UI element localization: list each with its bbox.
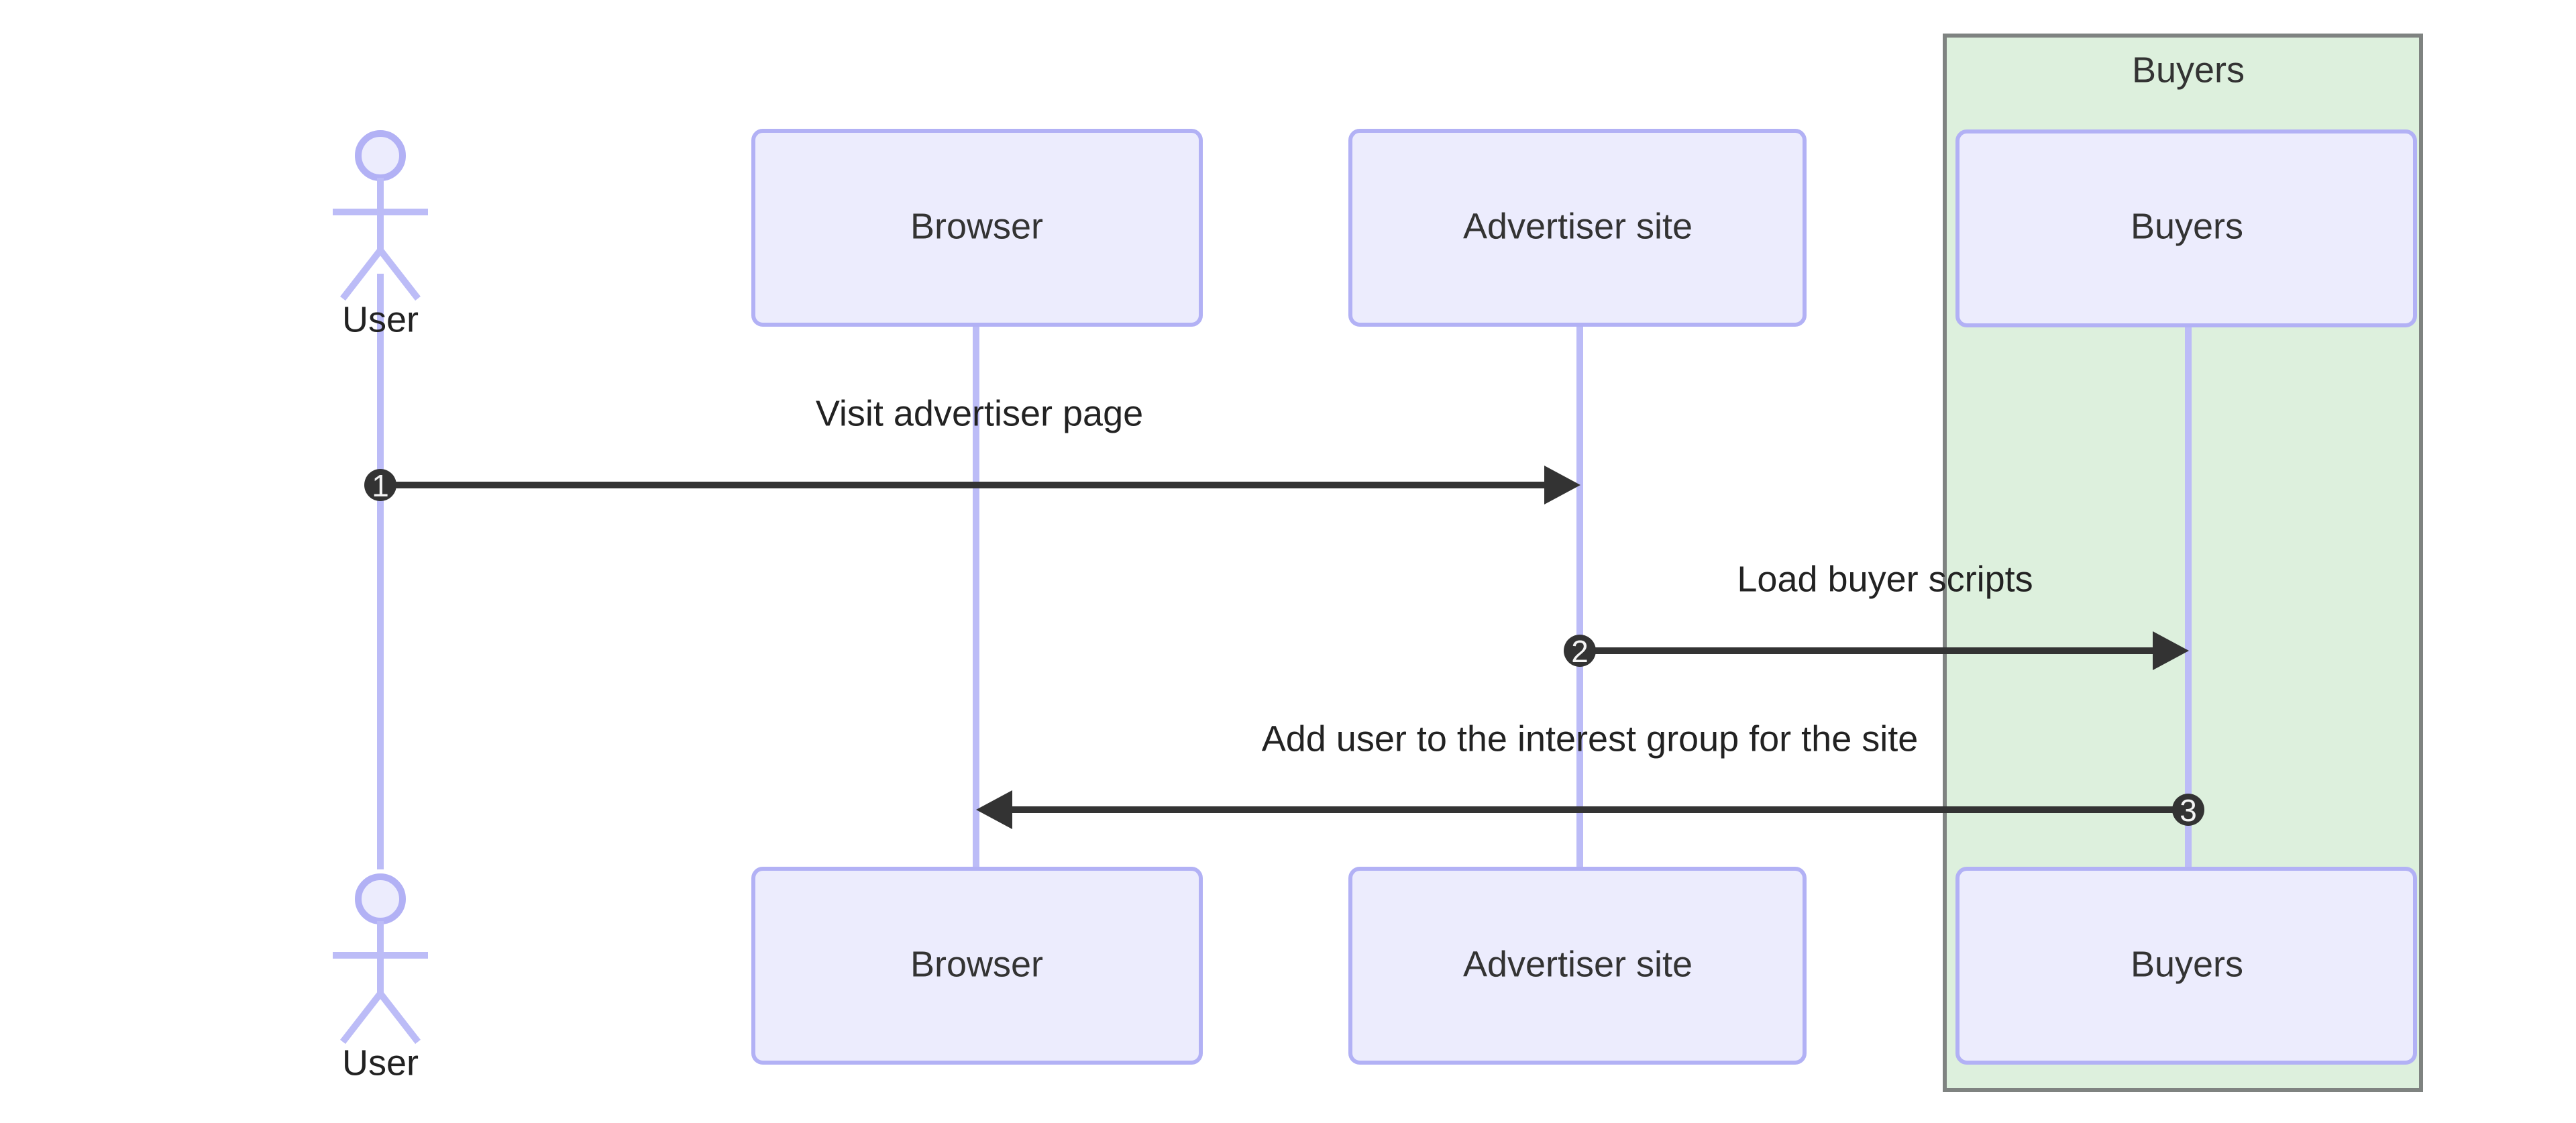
actor-legs-icon [340, 248, 421, 301]
message-1-label: Visit advertiser page [816, 393, 1143, 433]
participant-box-buyers-bottom [1955, 867, 2417, 1065]
message-1-badge[interactable] [364, 469, 396, 501]
participant-label-advertiser-top: Advertiser site [1463, 206, 1693, 246]
actor-user-top[interactable]: User [333, 130, 428, 339]
participant-label-buyers-top: Buyers [2131, 206, 2243, 246]
participant-browser-bottom[interactable]: Browser [751, 867, 1203, 1065]
message-2-label: Load buyer scripts [1737, 559, 2033, 599]
actor-legs-icon [340, 991, 421, 1045]
participant-label-buyers-bottom: Buyers [2131, 944, 2243, 984]
actor-user-bottom[interactable]: User [333, 873, 428, 1083]
participant-label-browser-bottom: Browser [910, 944, 1043, 984]
participant-label-browser-top: Browser [910, 206, 1043, 246]
message-3-number: 3 [2180, 793, 2197, 828]
message-3-badge[interactable] [2172, 794, 2204, 826]
participant-box-buyers-top [1955, 129, 2417, 327]
message-3[interactable]: Add user to the interest group for the s… [976, 718, 2204, 829]
message-1[interactable]: Visit advertiser page 1 [364, 393, 1580, 504]
actor-label-user-top: User [342, 299, 419, 339]
message-3-arrowhead [976, 790, 1012, 829]
message-1-number: 1 [372, 468, 389, 503]
participant-box-advertiser-top [1348, 129, 1807, 327]
participant-box-browser-bottom [751, 867, 1203, 1065]
actor-head-icon [355, 130, 406, 181]
participant-box-browser-top [751, 129, 1203, 327]
actor-head-icon [355, 873, 406, 924]
message-2-arrowhead [2153, 631, 2189, 670]
message-3-label: Add user to the interest group for the s… [1262, 718, 1919, 759]
message-2[interactable]: Load buyer scripts 2 [1564, 559, 2189, 670]
participant-advertiser-top[interactable]: Advertiser site [1348, 129, 1807, 327]
participant-buyers-bottom[interactable]: Buyers [1955, 867, 2417, 1065]
participant-box-advertiser-bottom [1348, 867, 1807, 1065]
group-title-label: Buyers [2132, 50, 2245, 90]
actor-label-user-bottom: User [342, 1042, 419, 1083]
message-2-number: 2 [1571, 634, 1589, 669]
participant-label-advertiser-bottom: Advertiser site [1463, 944, 1693, 984]
participant-advertiser-bottom[interactable]: Advertiser site [1348, 867, 1807, 1065]
participant-buyers-top[interactable]: Buyers [1955, 129, 2417, 327]
message-2-badge[interactable] [1564, 635, 1596, 667]
participant-browser-top[interactable]: Browser [751, 129, 1203, 327]
message-1-arrowhead [1544, 466, 1580, 504]
